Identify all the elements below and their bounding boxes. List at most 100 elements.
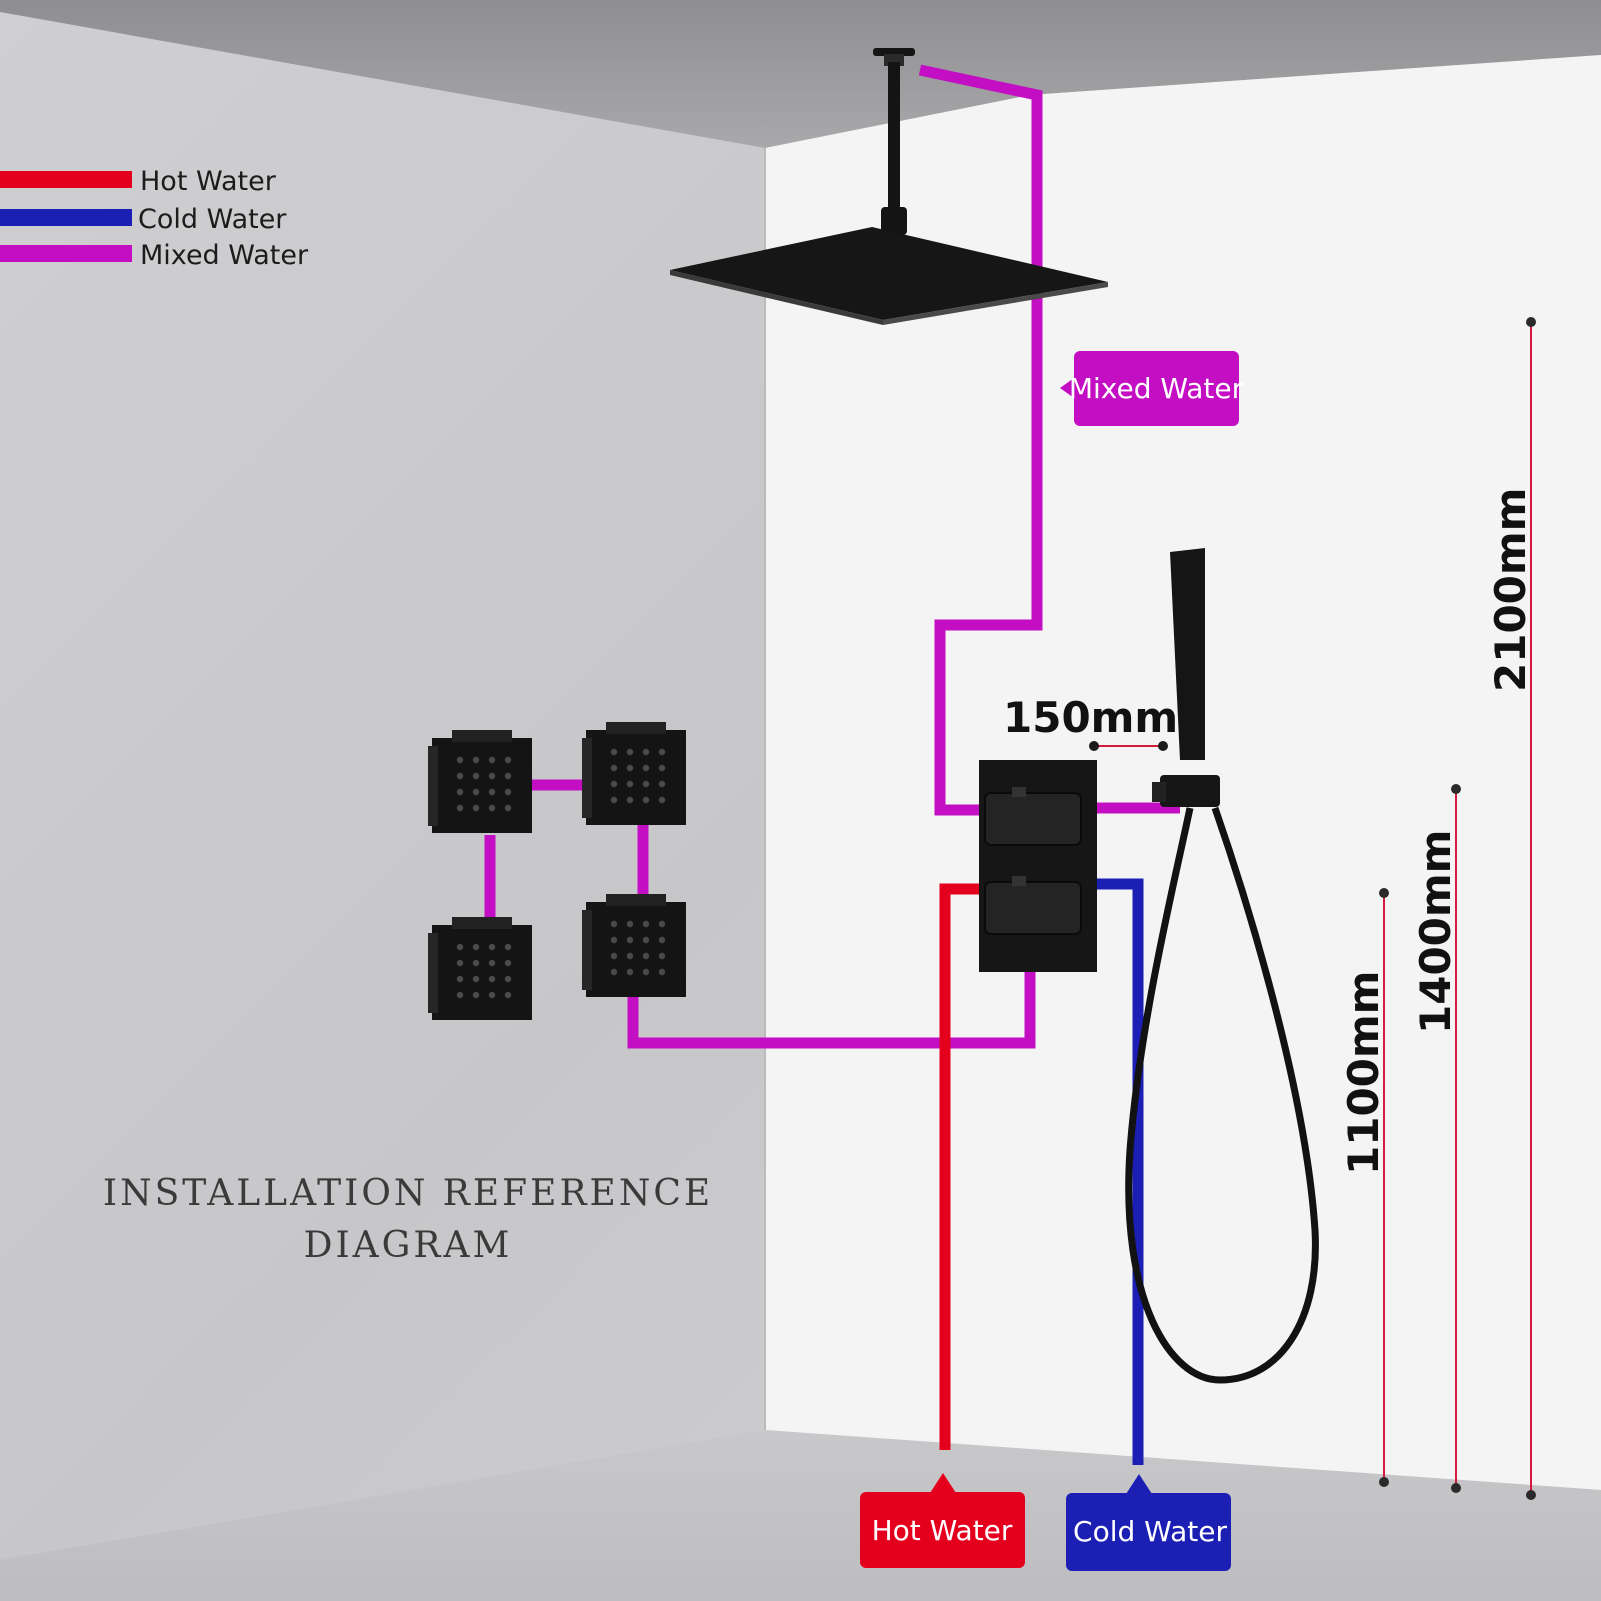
jet-nozzle [504,772,512,780]
body-jet-icon [582,894,686,997]
jet-nozzle [456,991,464,999]
jet-nozzle [456,788,464,796]
tag-cold-water: Cold Water [1066,1474,1231,1571]
caption-line-2: DIAGRAM [304,1225,513,1266]
jet-nozzle [456,804,464,812]
dimension-2100mm-label: 2100mm [1486,488,1535,692]
jet-nozzle [642,764,650,772]
jet-nozzle [658,780,666,788]
body-jet-icon [582,722,686,825]
jet-nozzle [504,788,512,796]
jet-nozzle [626,968,634,976]
rain-shower-head-icon [670,48,1108,325]
valve-handle-bottom [984,881,1082,935]
jet-nozzle [642,936,650,944]
jet-nozzle [456,756,464,764]
jet-nozzle [472,943,480,951]
ceiling [0,0,1601,148]
dimension-1100mm-label: 1100mm [1339,971,1388,1175]
tag-hot-water: Hot Water [860,1473,1025,1568]
hot-water-pipe [939,883,985,1450]
jet-nozzle [658,952,666,960]
jet-nozzle [456,772,464,780]
jet-nozzle [626,920,634,928]
dimension-1100mm: 1100mm [1339,888,1389,1487]
jet-nozzle [626,952,634,960]
legend-item-cold: Cold Water [0,204,287,235]
tag-cold-label: Cold Water [1073,1515,1227,1548]
jet-nozzle [610,780,618,788]
dimension-150mm: 150mm [1003,693,1178,751]
thermostatic-valve-icon [979,760,1097,972]
jet-nozzle [456,959,464,967]
legend-label-mixed: Mixed Water [140,240,309,271]
dimension-150mm-label: 150mm [1003,693,1178,742]
hand-shower-icon [1152,548,1220,807]
jet-nozzle [610,796,618,804]
jet-nozzle [610,952,618,960]
legend-swatch-mixed [0,245,132,262]
jet-nozzles [456,748,666,999]
jet-nozzle [472,756,480,764]
jet-nozzle [626,796,634,804]
jet-nozzle [488,959,496,967]
jet-nozzle [488,756,496,764]
jet-nozzle [456,975,464,983]
legend-swatch-hot [0,171,132,188]
jet-nozzle [472,959,480,967]
caption-line-1: INSTALLATION REFERENCE [103,1173,713,1214]
jet-nozzle [610,920,618,928]
jet-nozzle [658,764,666,772]
legend: Hot Water Cold Water Mixed Water [0,166,309,271]
dimension-2100mm: 2100mm [1486,317,1536,1500]
jet-nozzle [642,796,650,804]
jet-nozzle [610,748,618,756]
legend-swatch-cold [0,209,132,226]
jet-nozzle [642,748,650,756]
jet-nozzle [642,952,650,960]
mixed-pipe-to-rain-shower [918,64,1043,816]
diagram-caption: INSTALLATION REFERENCE DIAGRAM [103,1173,713,1266]
jet-nozzle [626,764,634,772]
jet-nozzle [472,804,480,812]
body-jet-icon [428,730,532,833]
back-wall [765,55,1601,1490]
jet-nozzle [488,772,496,780]
mixed-pipe-to-body-jets [627,962,1036,1049]
jet-nozzle [658,748,666,756]
jet-nozzle [472,772,480,780]
legend-item-mixed: Mixed Water [0,240,309,271]
jet-nozzle [610,764,618,772]
jet-nozzle [610,968,618,976]
jet-nozzle [472,991,480,999]
body-jet-icon [428,917,532,1020]
jet-nozzle [658,936,666,944]
jet-nozzle [642,920,650,928]
jet-nozzle [504,975,512,983]
jet-nozzle [504,804,512,812]
jet-nozzle [456,943,464,951]
dimension-1400mm-label: 1400mm [1411,830,1460,1034]
jet-nozzle [504,991,512,999]
pipes [484,64,1180,1465]
jet-nozzle [626,780,634,788]
dimension-1400mm: 1400mm [1411,784,1461,1493]
legend-label-hot: Hot Water [140,166,277,197]
jet-nozzle [488,943,496,951]
jet-nozzle [642,968,650,976]
valve-handle-top [984,792,1082,846]
jet-nozzle [658,920,666,928]
jet-nozzle [488,788,496,796]
jet-nozzle [626,748,634,756]
jet-nozzle [504,943,512,951]
legend-label-cold: Cold Water [138,204,287,235]
jet-nozzle [472,975,480,983]
jet-nozzle [488,991,496,999]
tag-hot-label: Hot Water [872,1514,1013,1547]
jet-nozzle [610,936,618,944]
jet-nozzle [504,959,512,967]
tag-mixed-water: Mixed Water [1060,351,1244,426]
tag-mixed-label: Mixed Water [1069,372,1244,405]
